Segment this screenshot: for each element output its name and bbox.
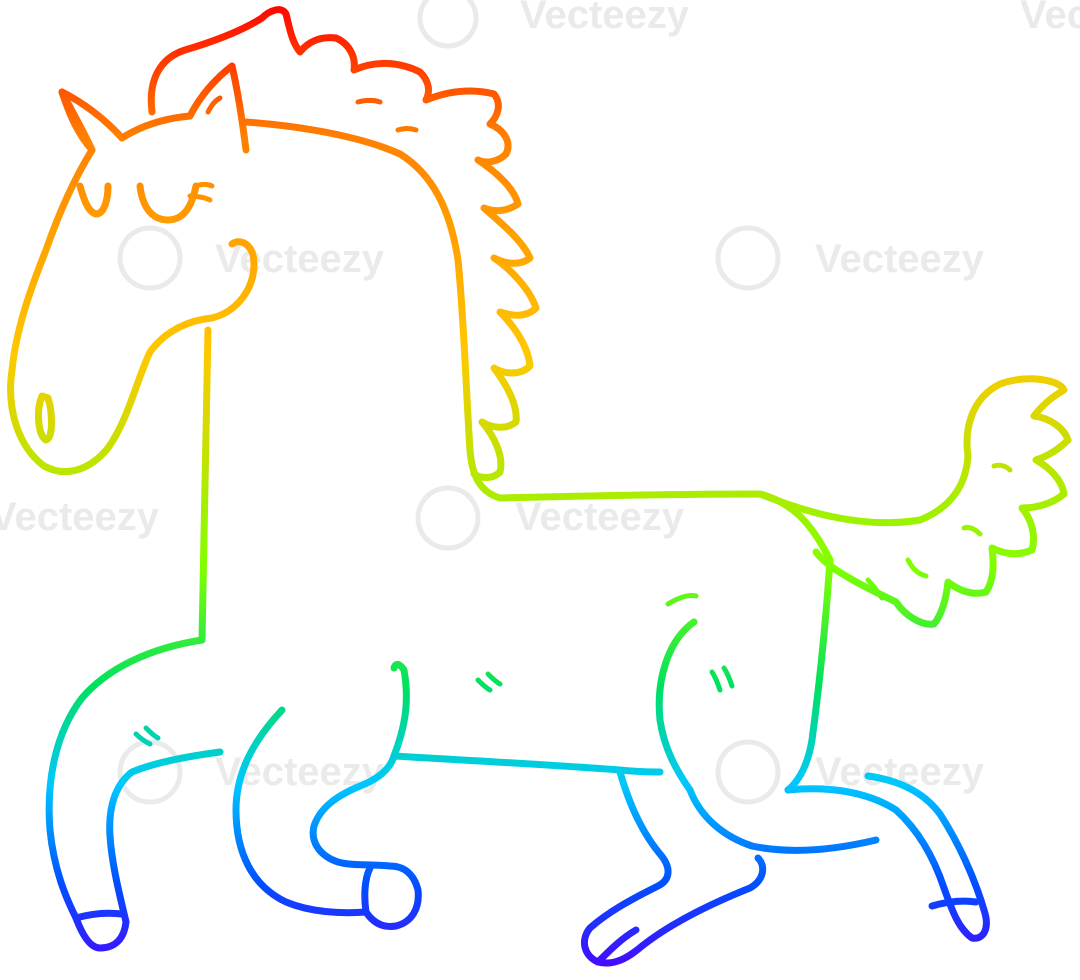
horse-neck-back <box>242 118 504 502</box>
horse-chest <box>198 326 212 644</box>
mane-detail <box>395 126 419 133</box>
horse-hind-leg-left <box>580 768 767 967</box>
watermark-text: Vecteezy <box>0 495 160 539</box>
watermark-text: Vecteezy <box>1020 0 1080 37</box>
body-detail <box>721 665 735 689</box>
body-detail <box>475 677 493 693</box>
watermark-text: Vecteezy <box>815 237 985 281</box>
front-left-hoof <box>72 909 126 922</box>
horse-tail <box>756 375 1072 628</box>
horse-right-ear <box>186 62 250 154</box>
tail-detail <box>905 557 929 579</box>
horse-left-eye <box>76 182 112 218</box>
front-right-hoof <box>361 864 374 916</box>
horse-forehead <box>118 112 194 142</box>
horse-front-leg-left <box>45 636 224 952</box>
horse-elbow <box>390 660 410 760</box>
body-detail <box>485 671 503 687</box>
watermark-text: Vecteezy <box>520 0 690 37</box>
horse-thigh <box>655 618 698 794</box>
watermark-logo-mark <box>117 0 781 805</box>
horse-back <box>496 490 834 564</box>
ear-inner-line <box>205 95 223 115</box>
horse-front-leg-right <box>232 706 422 930</box>
hind-right-hoof <box>928 897 980 910</box>
leg-detail <box>143 725 161 741</box>
watermark-text: Vecteezy <box>515 495 685 539</box>
horse-nostril <box>35 392 55 444</box>
hind-left-hoof <box>594 926 640 966</box>
leg-detail <box>133 731 153 747</box>
horse-left-ear <box>58 88 126 154</box>
tail-detail <box>991 462 1013 473</box>
thigh-detail <box>665 593 699 607</box>
horse-hind-leg-right <box>784 772 990 942</box>
eye-lash <box>193 182 215 189</box>
horse-head <box>7 88 258 476</box>
horse-drawing <box>7 6 1072 967</box>
body-detail <box>709 669 723 693</box>
tail-detail <box>865 577 885 601</box>
horse-hind-inner <box>686 786 880 854</box>
eye-lash <box>187 193 213 203</box>
tail-detail <box>961 525 983 537</box>
mane-detail <box>355 98 383 105</box>
horse-belly <box>390 752 664 776</box>
horse-hindquarter <box>784 556 834 794</box>
horse-right-eye <box>136 182 200 224</box>
horse-mane <box>147 6 540 481</box>
